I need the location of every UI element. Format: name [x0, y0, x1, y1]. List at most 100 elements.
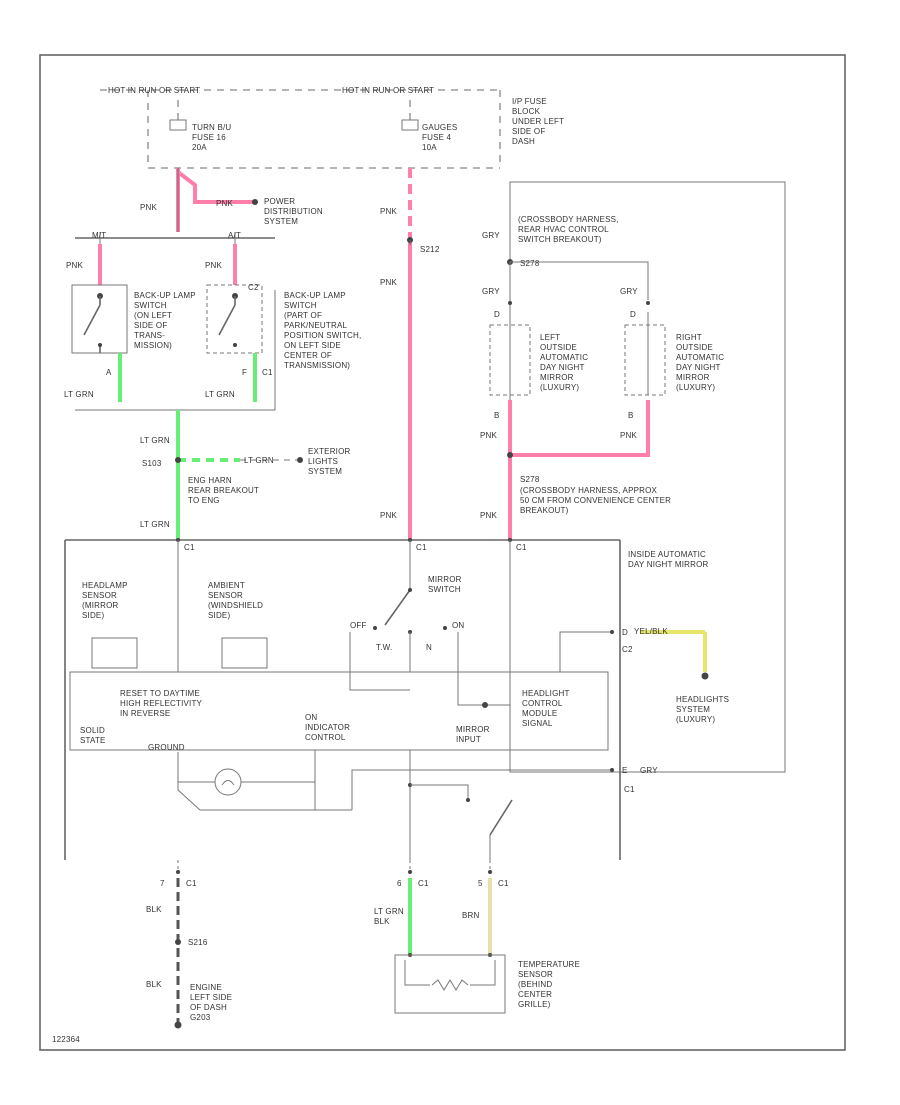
mirror-switch-label: MIRROR SWITCH [428, 575, 464, 594]
reset-label: RESET TO DAYTIME HIGH REFLECTIVITY IN RE… [120, 689, 204, 718]
backup-lamp-switch-mt: BACK-UP LAMP SWITCH (ON LEFT SIDE OF TRA… [71, 284, 198, 354]
headlamp-sensor-label: HEADLAMP SENSOR (MIRROR SIDE) [82, 581, 130, 620]
lt-grn-circuit: A F C1 LT GRN LT GRN LT GRN LT GRN S103 … [64, 353, 353, 540]
inside-mirror-module: C1 C1 C1 INSIDE AUTOMATIC DAY NIGHT MIRR… [64, 538, 709, 860]
pin-c1-b: C1 [418, 879, 429, 888]
hot-label-2: HOT IN RUN OR START [342, 86, 434, 95]
wire-ltgrn-mt: LT GRN [64, 390, 94, 399]
wire-ltgrn-3: LT GRN [140, 436, 170, 445]
ground-label: GROUND [148, 743, 185, 752]
splice-s278-a: S278 [520, 259, 540, 268]
backup-lamp-switch-at: C2 BACK-UP LAMP SWITCH (PART OF PARK/NEU… [75, 283, 364, 411]
crossbody-label-1: (CROSSBODY HARNESS, REAR HVAC CONTROL SW… [518, 215, 621, 244]
wire-pnk-a: PNK [140, 203, 158, 212]
switch-tw: T.W. [376, 643, 392, 652]
ip-fuse-block-label: I/P FUSE BLOCK UNDER LEFT SIDE OF DASH [512, 97, 567, 146]
pin-f-at: F [242, 368, 247, 377]
ambient-sensor-label: AMBIENT SENSOR (WINDSHIELD SIDE) [208, 581, 266, 620]
solid-state-label: SOLID STATE [80, 726, 107, 745]
pin-c1-1: C1 [184, 543, 195, 552]
wire-pnk-6: PNK [480, 431, 498, 440]
ground-location-label: ENGINE LEFT SIDE OF DASH G203 [190, 983, 235, 1022]
on-indicator-label: ON INDICATOR CONTROL [305, 713, 353, 742]
outside-mirrors: GRY (CROSSBODY HARNESS, REAR HVAC CONTRO… [480, 181, 786, 773]
splice-s278-b: S278 [520, 475, 540, 484]
pin-7: 7 [160, 879, 165, 888]
mirror-input-label: MIRROR INPUT [456, 725, 492, 744]
solid-state-module [69, 671, 609, 751]
right-mirror-label: RIGHT OUTSIDE AUTOMATIC DAY NIGHT MIRROR… [676, 333, 727, 392]
wire-pnk-b: PNK [216, 199, 234, 208]
headlights-label: HEADLIGHTS SYSTEM (LUXURY) [676, 695, 732, 724]
mt-label: M/T [92, 231, 106, 240]
switch-on: ON [452, 621, 464, 630]
pin-right-d: D [630, 310, 636, 319]
wire-pnk-3: PNK [380, 207, 398, 216]
left-mirror-label: LEFT OUTSIDE AUTOMATIC DAY NIGHT MIRROR … [540, 333, 591, 392]
gauges-fuse-circuit: PNK S212 PNK PNK [380, 168, 440, 540]
wire-gry-1: GRY [482, 231, 500, 240]
splice-s216: S216 [188, 938, 208, 947]
headlights-connector: D YEL/BLK C2 HEADLIGHTS SYSTEM (LUXURY) … [559, 627, 732, 794]
wire-brn: BRN [462, 911, 480, 920]
wire-blk-1: BLK [146, 905, 162, 914]
diagram-code: 122364 [52, 1035, 80, 1044]
pin-c2: C2 [248, 283, 259, 292]
wire-gry-3: GRY [620, 287, 638, 296]
pin-c1-2: C1 [416, 543, 427, 552]
hot-label-1: HOT IN RUN OR START [108, 86, 200, 95]
switch-off: OFF [350, 621, 367, 630]
pin-5: 5 [478, 879, 483, 888]
pin-right-b: B [628, 411, 634, 420]
wire-yel-blk: YEL/BLK [634, 627, 668, 636]
ambient-sensor [221, 637, 268, 669]
fuse-block: HOT IN RUN OR START HOT IN RUN OR START … [100, 86, 567, 169]
crossbody-label-2: (CROSSBODY HARNESS, APPROX 50 CM FROM CO… [520, 486, 674, 515]
wire-blk-2: BLK [146, 980, 162, 989]
pin-c1-3: C1 [516, 543, 527, 552]
wire-pnk-8: PNK [480, 511, 498, 520]
turn-fuse-label: TURN B/U FUSE 16 20A [192, 123, 234, 152]
outer-frame [39, 54, 846, 1051]
pin-left-b: B [494, 411, 500, 420]
pin-c1-at: C1 [262, 368, 273, 377]
backup-at-label: BACK-UP LAMP SWITCH (PART OF PARK/NEUTRA… [284, 291, 364, 370]
pin-e: E [622, 766, 628, 775]
eng-harness-label: ENG HARN REAR BREAKOUT TO ENG [188, 476, 261, 505]
pin-c1-c: C1 [498, 879, 509, 888]
wire-pnk-mt: PNK [66, 261, 84, 270]
headlamp-sensor [91, 637, 138, 669]
temp-sensor-label: TEMPERATURE SENSOR (BEHIND CENTER GRILLE… [518, 960, 583, 1009]
exterior-lights-label: EXTERIOR LIGHTS SYSTEM [308, 447, 353, 476]
pin-6: 6 [397, 879, 402, 888]
splice-s212: S212 [420, 245, 440, 254]
ground-circuit: 7 C1 BLK S216 BLK ENGINE LEFT SIDE OF DA… [146, 860, 235, 1029]
connector-c1: C1 [624, 785, 635, 794]
pin-left-d: D [494, 310, 500, 319]
wire-gry-4: GRY [640, 766, 658, 775]
wire-gry-2: GRY [482, 287, 500, 296]
inside-mirror-label: INSIDE AUTOMATIC DAY NIGHT MIRROR [628, 550, 709, 569]
wire-ltgrn-5: LT GRN [140, 520, 170, 529]
wire-ltgrn-blk: LT GRN BLK [374, 907, 406, 926]
power-distribution-label: POWER DISTRIBUTION SYSTEM [264, 197, 325, 226]
at-label: A/T [228, 231, 241, 240]
connector-c2: C2 [622, 645, 633, 654]
turn-fuse-circuit: PNK PNK POWER DISTRIBUTION SYSTEM M/T A/… [66, 168, 325, 285]
hcm-signal-label: HEADLIGHT CONTROL MODULE SIGNAL [522, 689, 572, 728]
pin-c1-a: C1 [186, 879, 197, 888]
temperature-sensor [394, 954, 506, 1014]
indicator-lamp [214, 768, 242, 796]
wire-pnk-at: PNK [205, 261, 223, 270]
wire-ltgrn-ext: LT GRN [244, 456, 274, 465]
wire-pnk-4: PNK [380, 278, 398, 287]
switch-n: N [426, 643, 432, 652]
wire-pnk-7: PNK [620, 431, 638, 440]
wire-ltgrn-at: LT GRN [205, 390, 235, 399]
temp-sensor-circuit: 6 C1 5 C1 LT GRN BLK BRN TEMPERATURE SEN… [374, 860, 583, 1014]
gauges-fuse-label: GAUGES FUSE 4 10A [422, 123, 460, 152]
backup-mt-label: BACK-UP LAMP SWITCH (ON LEFT SIDE OF TRA… [134, 291, 198, 350]
pin-d: D [622, 628, 628, 637]
